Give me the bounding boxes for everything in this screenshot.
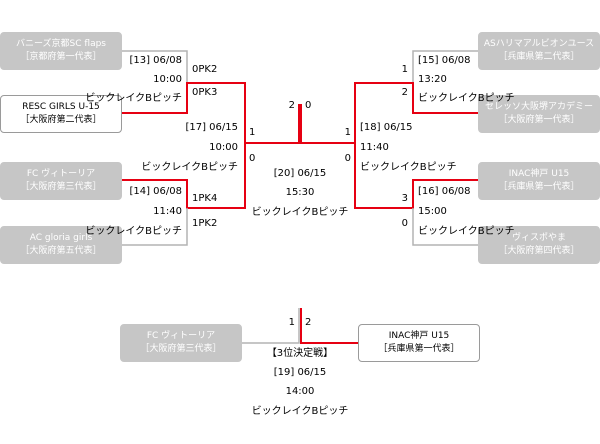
team-pref: ［大阪府第五代表］ [20,246,102,256]
team-box-9: FC ヴィトーリア ［大阪府第三代表］ [120,324,242,362]
team-box-1: バニーズ京都SC flaps ［京都府第一代表］ [0,32,122,70]
match-14-venue: ビックレイクBピッチ [85,226,182,237]
match-13-time: 10:00 [153,74,182,85]
match-13-score-bottom: 0PK3 [192,87,218,98]
team-box-5: ASハリマアルビオンユース ［兵庫県第二代表］ [478,32,600,70]
team-pref: ［大阪府第三代表］ [20,182,102,192]
match-13-id: [13] 06/08 [129,55,182,66]
match-18-id: [18] 06/15 [360,122,413,133]
team-box-4: AC gloria girls ［大阪府第五代表］ [0,226,122,264]
final-score-right: 0 [305,100,312,111]
match-15-score-top: 1 [401,64,408,75]
match-16-venue: ビックレイクBピッチ [418,226,515,237]
line-m15-top [412,50,478,83]
team-box-7: INAC神戸 U15 ［兵庫県第一代表］ [478,162,600,200]
team-box-8: ヴィスポやま ［大阪府第四代表］ [478,226,600,264]
match-17-venue: ビックレイクBピッチ [141,162,238,173]
team-pref: ［大阪府第三代表］ [140,344,222,354]
third-place-venue: ビックレイクBピッチ [251,406,349,417]
match-14-id: [14] 06/08 [129,186,182,197]
team-pref: ［大阪府第二代表］ [20,115,102,125]
team-pref: ［大阪府第四代表］ [498,246,580,256]
team-pref: ［大阪府第一代表］ [498,115,580,125]
team-name: FC ヴィトーリア [146,331,216,341]
line-m19-left [242,308,300,344]
match-17-score-top: 1 [249,127,256,138]
team-pref: ［京都府第一代表］ [20,52,102,62]
match-15-id: [15] 06/08 [418,55,471,66]
match-17-time: 10:00 [209,142,238,153]
team-pref: ［兵庫県第一代表］ [378,344,460,354]
team-pref: ［兵庫県第二代表］ [498,52,580,62]
match-15-score-bottom: 2 [401,87,408,98]
match-14-score-bottom: 1PK2 [192,218,218,229]
match-15-venue: ビックレイクBピッチ [418,93,515,104]
final-id: [20] 06/15 [273,168,327,179]
match-16-time: 15:00 [418,206,447,217]
match-18-venue: ビックレイクBピッチ [360,162,457,173]
team-name: FC ヴィトーリア [26,169,96,179]
team-name: ASハリマアルビオンユース [483,39,595,49]
match-14-score-top: 1PK4 [192,193,218,204]
final-time: 15:30 [285,187,315,198]
third-place-title: 【3位決定戦】 [266,348,334,359]
match-17-id: [17] 06/15 [185,122,238,133]
final-venue: ビックレイクBピッチ [251,207,349,218]
match-18-score-top: 1 [344,127,351,138]
match-13-venue: ビックレイクBピッチ [85,93,182,104]
line-m15-bottom [354,82,478,143]
team-pref: ［兵庫県第一代表］ [498,182,580,192]
final-score-left: 2 [288,100,295,111]
match-16-id: [16] 06/08 [418,186,471,197]
third-place-time: 14:00 [285,386,315,397]
match-17-score-bottom: 0 [249,153,256,164]
team-box-6: セレッソ大阪堺アカデミー ［大阪府第一代表］ [478,95,600,133]
third-place-id: [19] 06/15 [273,367,327,378]
third-place-score-right: 2 [305,317,312,328]
match-18-time: 11:40 [360,142,389,153]
team-name: AC gloria girls [29,233,93,243]
team-name: RESC GIRLS U-15 [22,102,100,112]
line-m14-bottom [122,208,188,246]
team-box-10: INAC神戸 U15 ［兵庫県第一代表］ [358,324,480,362]
match-16-score-bottom: 0 [401,218,408,229]
line-m13-top [122,50,188,83]
team-box-2: RESC GIRLS U-15 ［大阪府第二代表］ [0,95,122,133]
line-m16-bottom [412,208,478,246]
team-name: INAC神戸 U15 [388,331,450,341]
team-name: ヴィスポやま [511,233,566,243]
match-13-score-top: 0PK2 [192,64,218,75]
team-box-3: FC ヴィトーリア ［大阪府第三代表］ [0,162,122,200]
team-name: INAC神戸 U15 [508,169,570,179]
match-16-score-top: 3 [401,193,408,204]
line-m19-right [300,308,358,344]
team-name: セレッソ大阪堺アカデミー [484,102,593,112]
match-18-score-bottom: 0 [344,153,351,164]
third-place-score-left: 1 [288,317,295,328]
match-14-time: 11:40 [153,206,182,217]
team-name: バニーズ京都SC flaps [16,39,106,49]
line-m13-bottom [122,82,246,143]
match-15-time: 13:20 [418,74,447,85]
